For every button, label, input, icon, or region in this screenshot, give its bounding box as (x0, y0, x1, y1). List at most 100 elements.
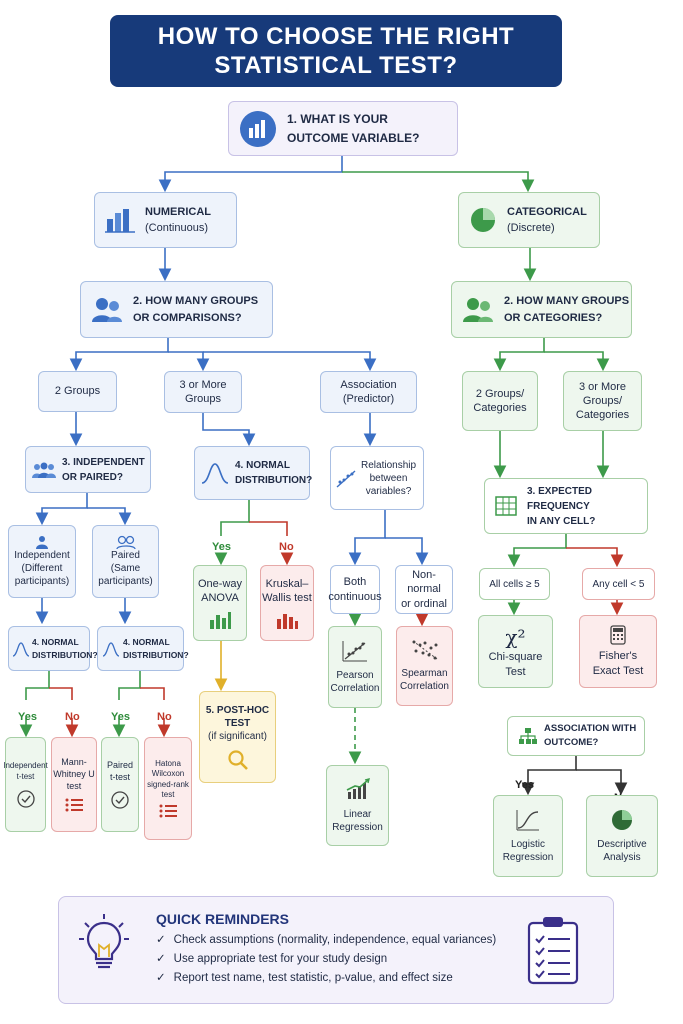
independent-t-test-box: Independent t-test (3, 737, 48, 832)
cat-two-l1: 2 Groups/ (475, 387, 525, 400)
one-way-anova-box: One-way ANOVA (193, 565, 247, 641)
linreg-l1: Linear (343, 808, 372, 820)
all-cells-label: All cells ≥ 5 (489, 578, 540, 590)
two-groups-label: 2 Groups (54, 385, 101, 398)
pie-chart-icon (610, 808, 634, 832)
descriptive-analysis-box: Descriptive Analysis (586, 795, 658, 877)
both-cont-l1: Both (343, 576, 367, 589)
pearson-l1: Pearson (336, 670, 374, 681)
independent-l3: participants) (14, 576, 70, 587)
mann-l1: Mann- (61, 757, 87, 768)
scatter-plot-icon (411, 639, 439, 661)
posthoc-l1: 5. POST-HOC (205, 704, 270, 716)
any-cell-label: Any cell < 5 (592, 578, 645, 590)
paired-l2: (Same (110, 563, 141, 574)
any-cell-box: Any cell < 5 (582, 568, 655, 600)
cat-three-l2: Groups/ (582, 394, 623, 407)
people-icon (462, 296, 494, 324)
independent-box: Independent (Different participants) (8, 525, 76, 598)
reminder-item: Check assumptions (normality, independen… (156, 931, 497, 950)
pearson-correlation-box: Pearson Correlation (328, 626, 382, 708)
cat-three-l3: Categories (575, 409, 630, 422)
cat-two-l2: Categories (473, 402, 527, 414)
paired-l3: participants) (98, 576, 153, 587)
normal-ind-l1: 4. NORMAL (32, 636, 79, 647)
list-icon (65, 798, 83, 812)
mann-l2: Whitney U (53, 769, 95, 780)
both-continuous-box: Both continuous (328, 565, 382, 614)
spearman-l2: Correlation (400, 681, 449, 692)
association-l1: Association (340, 378, 397, 391)
categorical-sub: (Discrete) (507, 222, 555, 234)
descriptive-l1: Descriptive (597, 839, 647, 850)
wilc-l4: test (161, 789, 175, 799)
clipboard-icon (526, 915, 580, 985)
association-l2: (Predictor) (342, 393, 395, 405)
scatter-plot-icon (335, 467, 357, 489)
normal-distribution-independent: 4. NORMAL DISTRIBUTION? (8, 626, 98, 671)
logistic-regression-box: Logistic Regression (493, 795, 563, 877)
reminders-list: Check assumptions (normality, independen… (156, 931, 497, 988)
kruskal-l2: Wallis test (262, 592, 312, 604)
q3-line-1: 3. INDEPENDENT (62, 456, 145, 468)
q2-cat-line-2: OR CATEGORIES? (504, 311, 603, 324)
no-label: No (157, 711, 172, 723)
all-cells-box: All cells ≥ 5 (479, 568, 550, 600)
yes-label: Yes (111, 711, 130, 723)
paired-l1: Paired (111, 550, 140, 561)
categorical-box: CATEGORICAL (Discrete) (458, 192, 600, 248)
reminder-item: Use appropriate test for your study desi… (156, 950, 496, 969)
trend-chart-icon (345, 777, 371, 800)
nonnormal-l2: or ordinal (401, 597, 447, 610)
chi-square-icon: χ² (505, 625, 526, 650)
no-label: No (279, 541, 294, 553)
checkmark-icon (16, 790, 35, 808)
q1-line-1: 1. WHAT IS YOUR (287, 111, 388, 126)
wilc-l2: Wilcoxon (151, 769, 185, 779)
fisher-l1: Fisher's (598, 650, 638, 663)
relationship-question: Relationship between variables? (330, 446, 424, 510)
assoc-out-l1: ASSOCIATION WITH (544, 723, 637, 734)
scatter-plot-icon (341, 639, 369, 663)
q4-mid-line-2: DISTRIBUTION? (235, 475, 313, 486)
independent-l2: (Different (21, 563, 63, 574)
lightbulb-icon (79, 913, 129, 979)
bell-curve-icon (12, 641, 30, 657)
freq-line-2: IN ANY CELL? (527, 515, 596, 527)
relationship-l1: Relationship (361, 459, 417, 471)
person-icon (35, 535, 49, 549)
paired-t-l1: Paired (106, 759, 133, 770)
wilc-l3: signed-rank (147, 779, 189, 789)
yes-label: Yes (212, 541, 231, 553)
three-groups-l1: 3 or More (179, 378, 227, 391)
cat-three-l1: 3 or More (578, 380, 627, 393)
mann-whitney-box: Mann- Whitney U test (51, 737, 97, 832)
groups-categories-question: 2. HOW MANY GROUPS OR CATEGORIES? (451, 281, 632, 338)
cat-three-groups-box: 3 or More Groups/ Categories (563, 371, 642, 431)
people-icon (91, 296, 123, 324)
page-title: HOW TO CHOOSE THE RIGHT STATISTICAL TEST… (110, 15, 562, 87)
freq-line-1: 3. EXPECTED FREQUENCY (527, 485, 593, 512)
title-line-2: STATISTICAL TEST? (214, 52, 458, 79)
normal-ind-l2: DISTRIBUTION? (32, 649, 98, 660)
normal-distribution-paired: 4. NORMAL DISTRIBUTION? (97, 626, 189, 671)
chi-l1: Chi-square (488, 651, 543, 664)
paired-box: Paired (Same participants) (92, 525, 159, 598)
normal-pair-l2: DISTRIBUTION? (123, 649, 189, 660)
linreg-l2: Regression (332, 821, 383, 833)
numerical-label: NUMERICAL (145, 206, 211, 218)
independent-paired-question: 3. INDEPENDENT OR PAIRED? (25, 446, 151, 493)
bell-curve-icon (102, 641, 120, 657)
mann-l3: test (66, 780, 82, 791)
pearson-l2: Correlation (330, 683, 380, 694)
table-grid-icon (495, 496, 517, 516)
paired-t-test-box: Paired t-test (101, 737, 139, 832)
reminder-item: Report test name, test statistic, p-valu… (156, 969, 496, 988)
q4-mid-line-1: 4. NORMAL (235, 460, 290, 471)
independent-l1: Independent (14, 550, 70, 561)
normal-pair-l1: 4. NORMAL (123, 636, 170, 647)
calculator-icon (610, 625, 626, 645)
three-groups-box: 3 or More Groups (164, 371, 242, 413)
hierarchy-icon (518, 727, 538, 745)
